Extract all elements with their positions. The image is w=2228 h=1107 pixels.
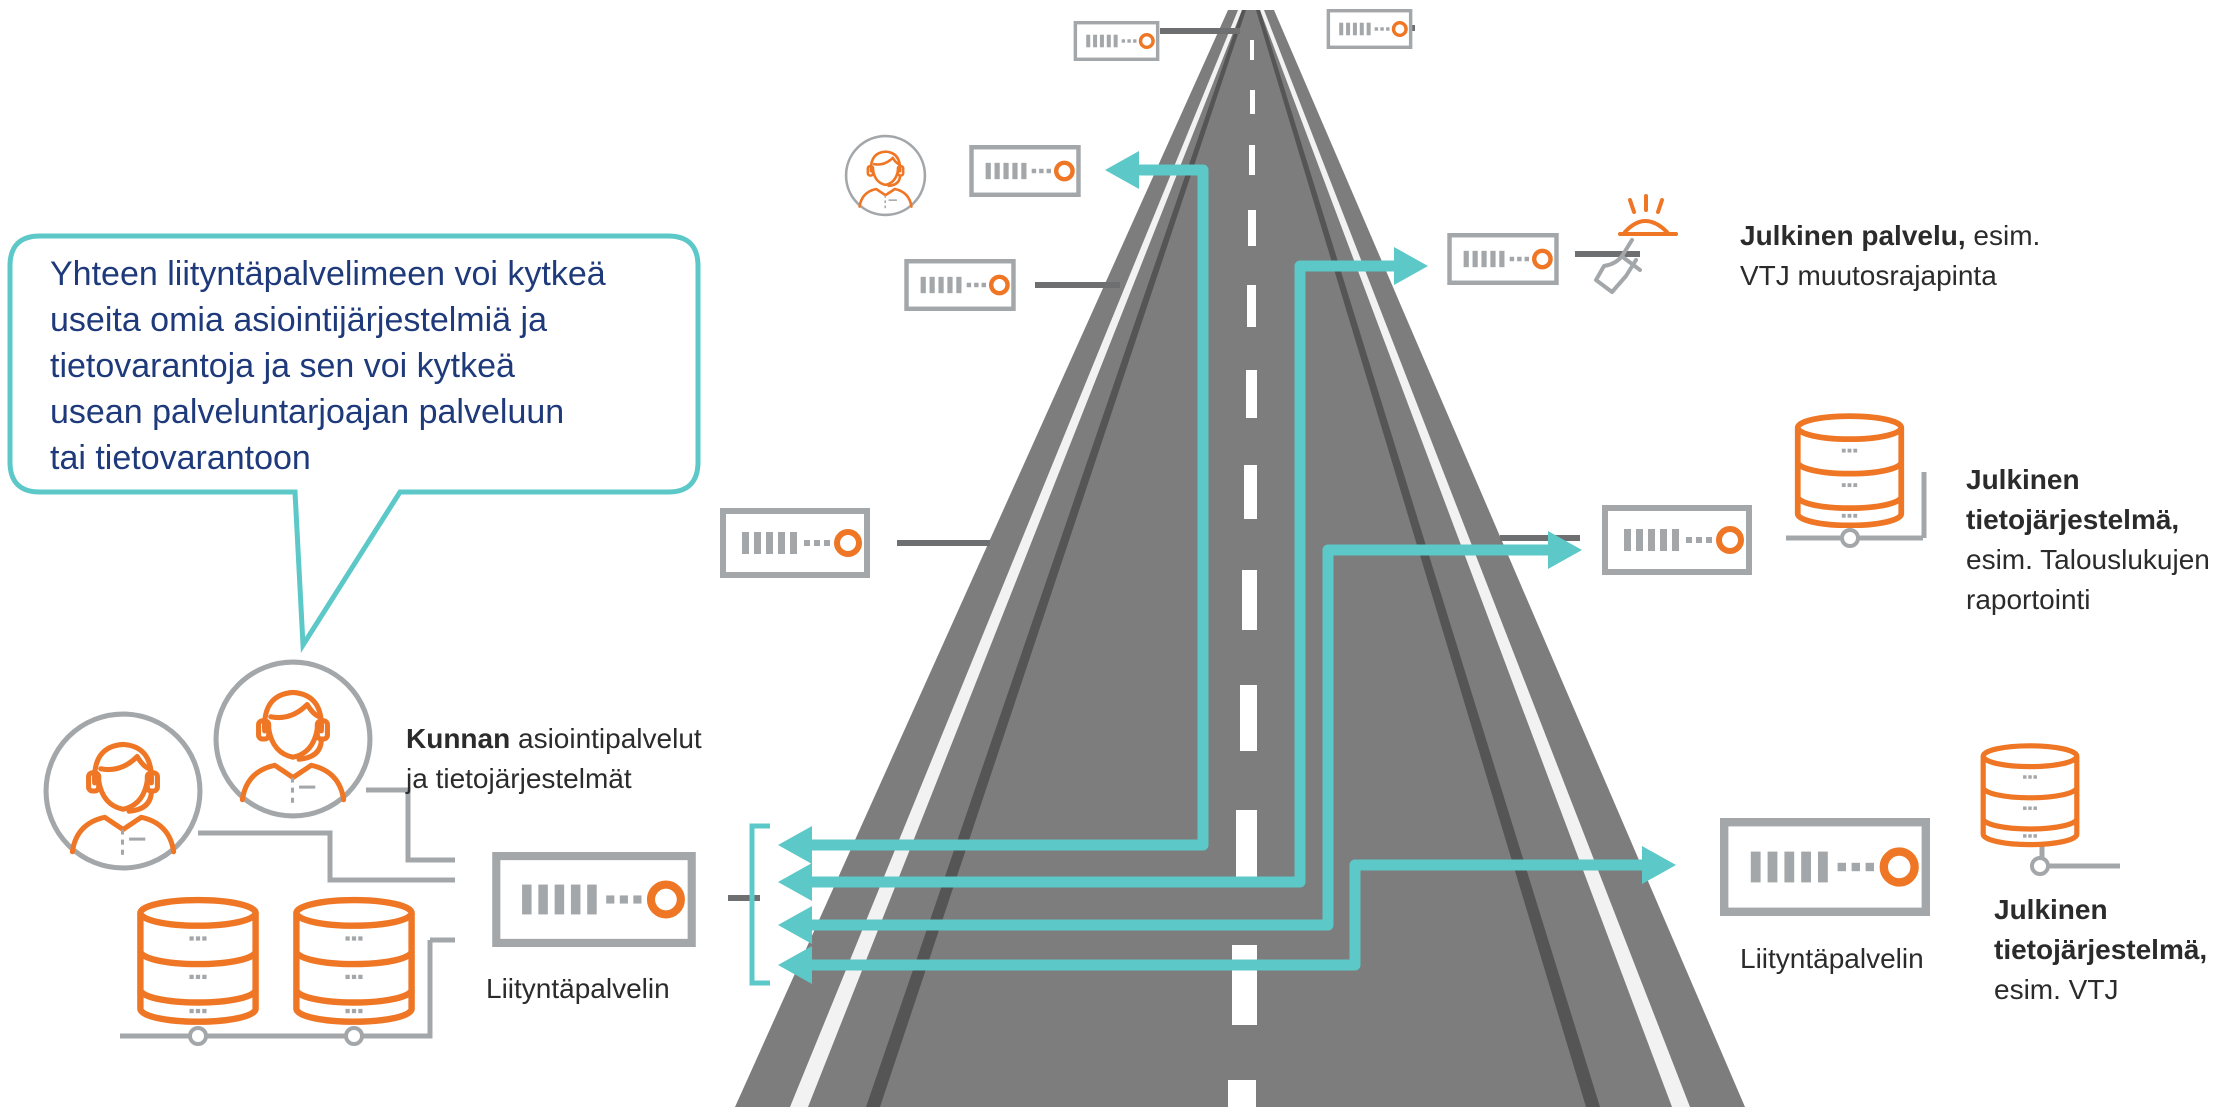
bubble-line: usean palveluntarjoajan palveluun [50,393,565,431]
server-icon [972,147,1079,195]
public-system-1-label: Julkinen tietojärjestelmä, esim. Talousl… [1966,460,2210,620]
serving-tray-icon [1594,194,1678,294]
public-system-1-line2: tietojärjestelmä, [1966,504,2180,535]
remote-server-icon [1724,822,1926,912]
server-icon [723,511,867,575]
public-system-2-line1: Julkinen [1994,894,2108,925]
municipality-label-bold: Kunnan [406,723,511,754]
public-system-1-line3: esim. Talouslukujen [1966,544,2210,575]
connector-lines [120,472,2120,1039]
bubble-line: Yhteen liityntäpalvelimeen voi kytkeä [50,255,606,293]
local-server-icon [496,856,691,943]
database-icon [296,900,411,1022]
bubble-line: useita omia asiointijärjestelmiä ja [50,301,548,339]
bubble-line: tai tietovarantoon [50,439,311,477]
server-icon [1075,23,1157,60]
public-service-line2: VTJ muutosrajapinta [1740,260,1997,291]
local-server-caption: Liityntäpalvelin [486,973,670,1004]
municipality-label-line2: ja tietojärjestelmät [406,763,632,794]
speech-bubble-text: Yhteen liityntäpalvelimeen voi kytkeä us… [50,251,690,481]
public-service-bold: Julkinen palvelu, [1740,220,1966,251]
server-icon [1450,235,1557,283]
headset-person-icon [216,662,370,816]
database-icon [1983,746,2077,845]
headset-person-icon [46,714,200,868]
public-system-1-line4: raportointi [1966,584,2091,615]
server-icon [907,261,1014,309]
center-dashes [1228,40,1257,1107]
public-system-2-label: Julkinen tietojärjestelmä, esim. VTJ [1994,890,2207,1010]
public-service-label: Julkinen palvelu, esim. VTJ muutosrajapi… [1740,216,2040,296]
server-icon [1605,508,1749,572]
remote-server-caption: Liityntäpalvelin [1740,943,1924,974]
municipality-label: Kunnan asiointipalvelut ja tietojärjeste… [406,719,702,799]
public-system-2-line2: tietojärjestelmä, [1994,934,2208,965]
arrowheads [778,151,1676,984]
bracket [749,823,770,986]
teal-connections [790,164,1648,971]
municipality-label-rest: asiointipalvelut [510,723,702,754]
public-system-2-line3: esim. VTJ [1994,974,2119,1005]
server-icon [1328,11,1410,48]
bubble-line: tietovarantoja ja sen voi kytkeä [50,347,515,385]
database-icon [1798,416,1902,525]
database-icon [140,900,255,1022]
db-nodes [188,528,2050,1046]
speech-bubble [7,233,701,653]
road [735,10,1745,1107]
public-system-1-line1: Julkinen [1966,464,2080,495]
public-service-rest: esim. [1965,220,2041,251]
headset-person-icon [844,134,927,217]
